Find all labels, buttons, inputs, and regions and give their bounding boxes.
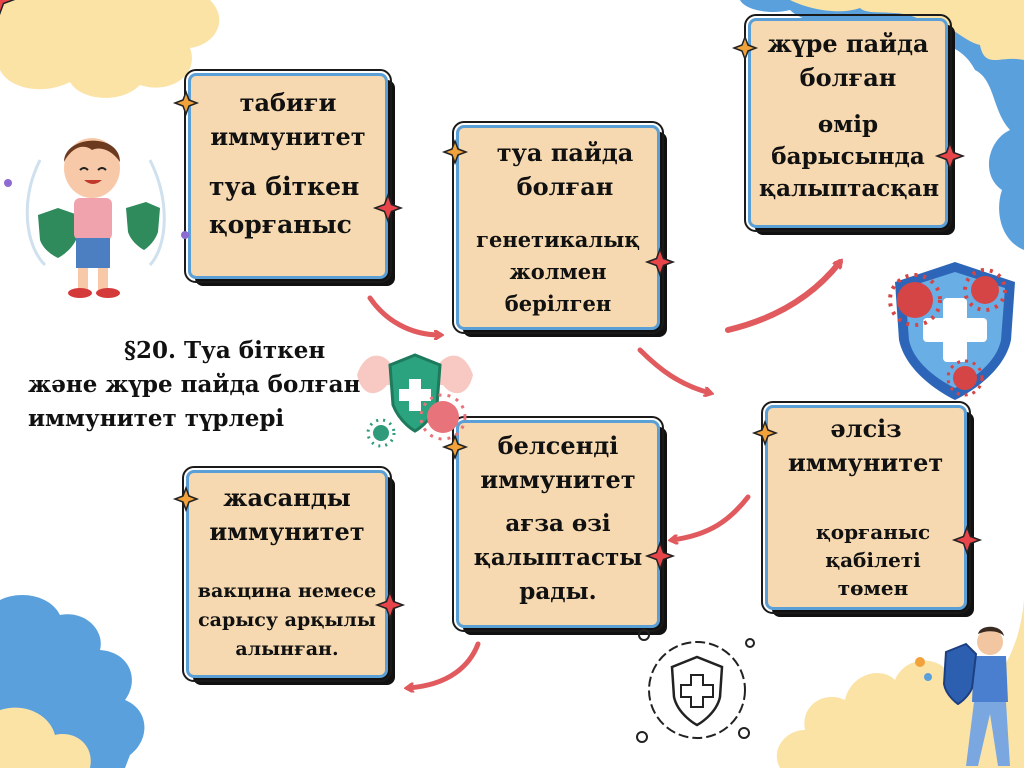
desc-line: қалыптасты (473, 544, 643, 571)
card-desc: вакцина немесе сарысу арқылы алынған. (197, 577, 377, 664)
title-line: жүре пайда (767, 29, 929, 58)
desc-line: қорғаныс (815, 520, 931, 544)
desc-line: генетикалық (476, 227, 640, 252)
blob-top-right (740, 0, 1024, 250)
desc-line: алынған. (235, 638, 339, 660)
title-line: иммунитет (210, 122, 366, 151)
card-title: белсенді иммунитет (467, 429, 649, 497)
desc-line: вакцина немесе (197, 580, 377, 602)
arrow-to-acquired (725, 262, 843, 333)
desc-line: жолмен (509, 259, 607, 284)
arrow-innate-to-weak (637, 347, 710, 393)
card-desc: ағза өзі қалыптасты рады. (467, 507, 649, 609)
blob-bottom-right (776, 600, 1024, 768)
arrow-weak-to-active (672, 494, 751, 540)
desc-line: ағза өзі (505, 510, 611, 537)
desc-line: туа біткен (209, 172, 360, 201)
caption-line-3: иммунитет түрлері (28, 405, 285, 432)
card-weak-immunity: әлсіз иммунитет қорғаныс қабілеті төмен (761, 401, 971, 614)
arrow-active-to-artificial (408, 641, 481, 688)
title-line: туа пайда (496, 138, 634, 167)
card-title: әлсіз иммунитет (776, 412, 956, 480)
card-title: туа пайда болған (467, 136, 649, 204)
title-line: иммунитет (788, 448, 944, 477)
title-line: болған (516, 172, 614, 201)
caption-line-1: §20. Туа біткен (124, 337, 326, 364)
card-desc: қорғаныс қабілеті төмен (776, 518, 956, 602)
card-acquired: жүре пайда болған өмір барысында қалыпта… (744, 14, 952, 232)
desc-line: қабілеті төмен (825, 548, 921, 600)
card-desc: генетикалық жолмен берілген (467, 224, 649, 320)
page-title: §20. Туа біткен және жүре пайда болған и… (28, 334, 360, 436)
title-line: белсенді (497, 431, 619, 460)
cell-shield-icon (636, 629, 755, 743)
desc-line: берілген (504, 291, 612, 316)
desc-line: барысында (771, 143, 925, 170)
title-line: иммунитет (209, 517, 365, 546)
card-desc: өмір барысында қалыптасқан (759, 109, 940, 205)
card-desc: туа біткен қорғаныс (199, 168, 377, 244)
blob-top-left (0, 0, 220, 98)
card-title: табиғи иммунитет (199, 86, 377, 154)
desc-line: сарысу арқылы (198, 609, 376, 631)
desc-line: қалыптасқан (759, 175, 940, 202)
blob-bottom-left (0, 595, 145, 768)
man-with-shield-icon (915, 626, 1010, 766)
arrow-natural-to-innate (367, 295, 440, 335)
card-active-immunity: белсенді иммунитет ағза өзі қалыптасты р… (452, 416, 664, 632)
title-line: жасанды (223, 483, 351, 512)
card-natural-immunity: табиғи иммунитет туа біткен қорғаныс (184, 69, 392, 283)
title-line: болған (799, 63, 897, 92)
desc-line: өмір (817, 111, 879, 138)
title-line: әлсіз (830, 414, 902, 443)
shield-virus-icon (888, 262, 1015, 400)
title-line: табиғи (239, 88, 337, 117)
card-innate: туа пайда болған генетикалық жолмен бері… (452, 121, 664, 334)
strong-arm-shield-virus-icon (357, 353, 473, 448)
card-title: жүре пайда болған (759, 27, 937, 95)
desc-line: рады. (519, 578, 597, 605)
card-title: жасанды иммунитет (197, 481, 377, 549)
child-with-shields-icon (4, 138, 189, 298)
title-line: иммунитет (480, 465, 636, 494)
caption-line-2: және жүре пайда болған (28, 371, 361, 398)
desc-line: қорғаныс (209, 210, 352, 239)
card-artificial-immunity: жасанды иммунитет вакцина немесе сарысу … (182, 466, 392, 682)
